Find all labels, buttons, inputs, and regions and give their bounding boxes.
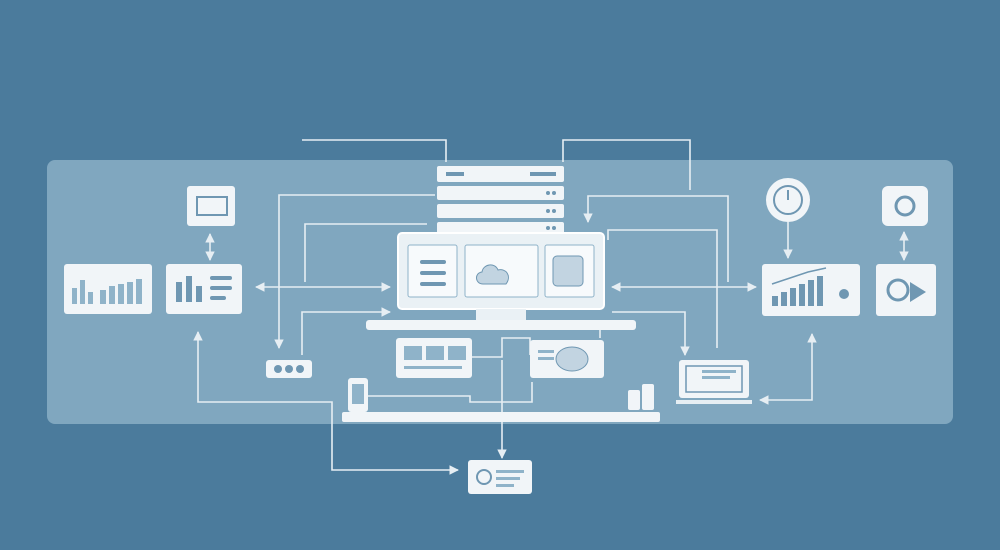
puzzle-icon xyxy=(552,255,584,287)
connector-right-loop xyxy=(759,333,817,405)
connector-right-to-rack xyxy=(583,195,729,282)
center-right-panel xyxy=(530,340,604,378)
center-left-panel xyxy=(396,338,472,378)
top-left-window xyxy=(187,186,235,226)
right-terminal xyxy=(676,360,752,404)
timer-node xyxy=(766,178,810,222)
server-rack xyxy=(437,166,564,234)
connector-top-left-to-rack xyxy=(302,139,447,162)
phone-node xyxy=(348,378,368,412)
connector-left-loop xyxy=(193,331,459,475)
bottom-status-card xyxy=(468,460,532,494)
connector-top-right-to-rack xyxy=(562,139,691,190)
cloud-icon xyxy=(476,264,509,285)
left-dashboard-chart xyxy=(64,264,152,314)
connector-rack-to-left-mid xyxy=(304,223,427,282)
right-media-card xyxy=(876,264,936,316)
connector-rack-to-left-down xyxy=(274,194,435,349)
tower-node xyxy=(628,384,654,410)
connector-lower-right xyxy=(612,311,690,356)
base-shelf xyxy=(342,412,660,422)
right-analytics-card xyxy=(762,264,860,316)
central-monitor xyxy=(366,232,636,330)
refresh-node xyxy=(882,186,928,226)
dots-control xyxy=(266,360,312,378)
left-bar-chart-card xyxy=(166,264,242,314)
